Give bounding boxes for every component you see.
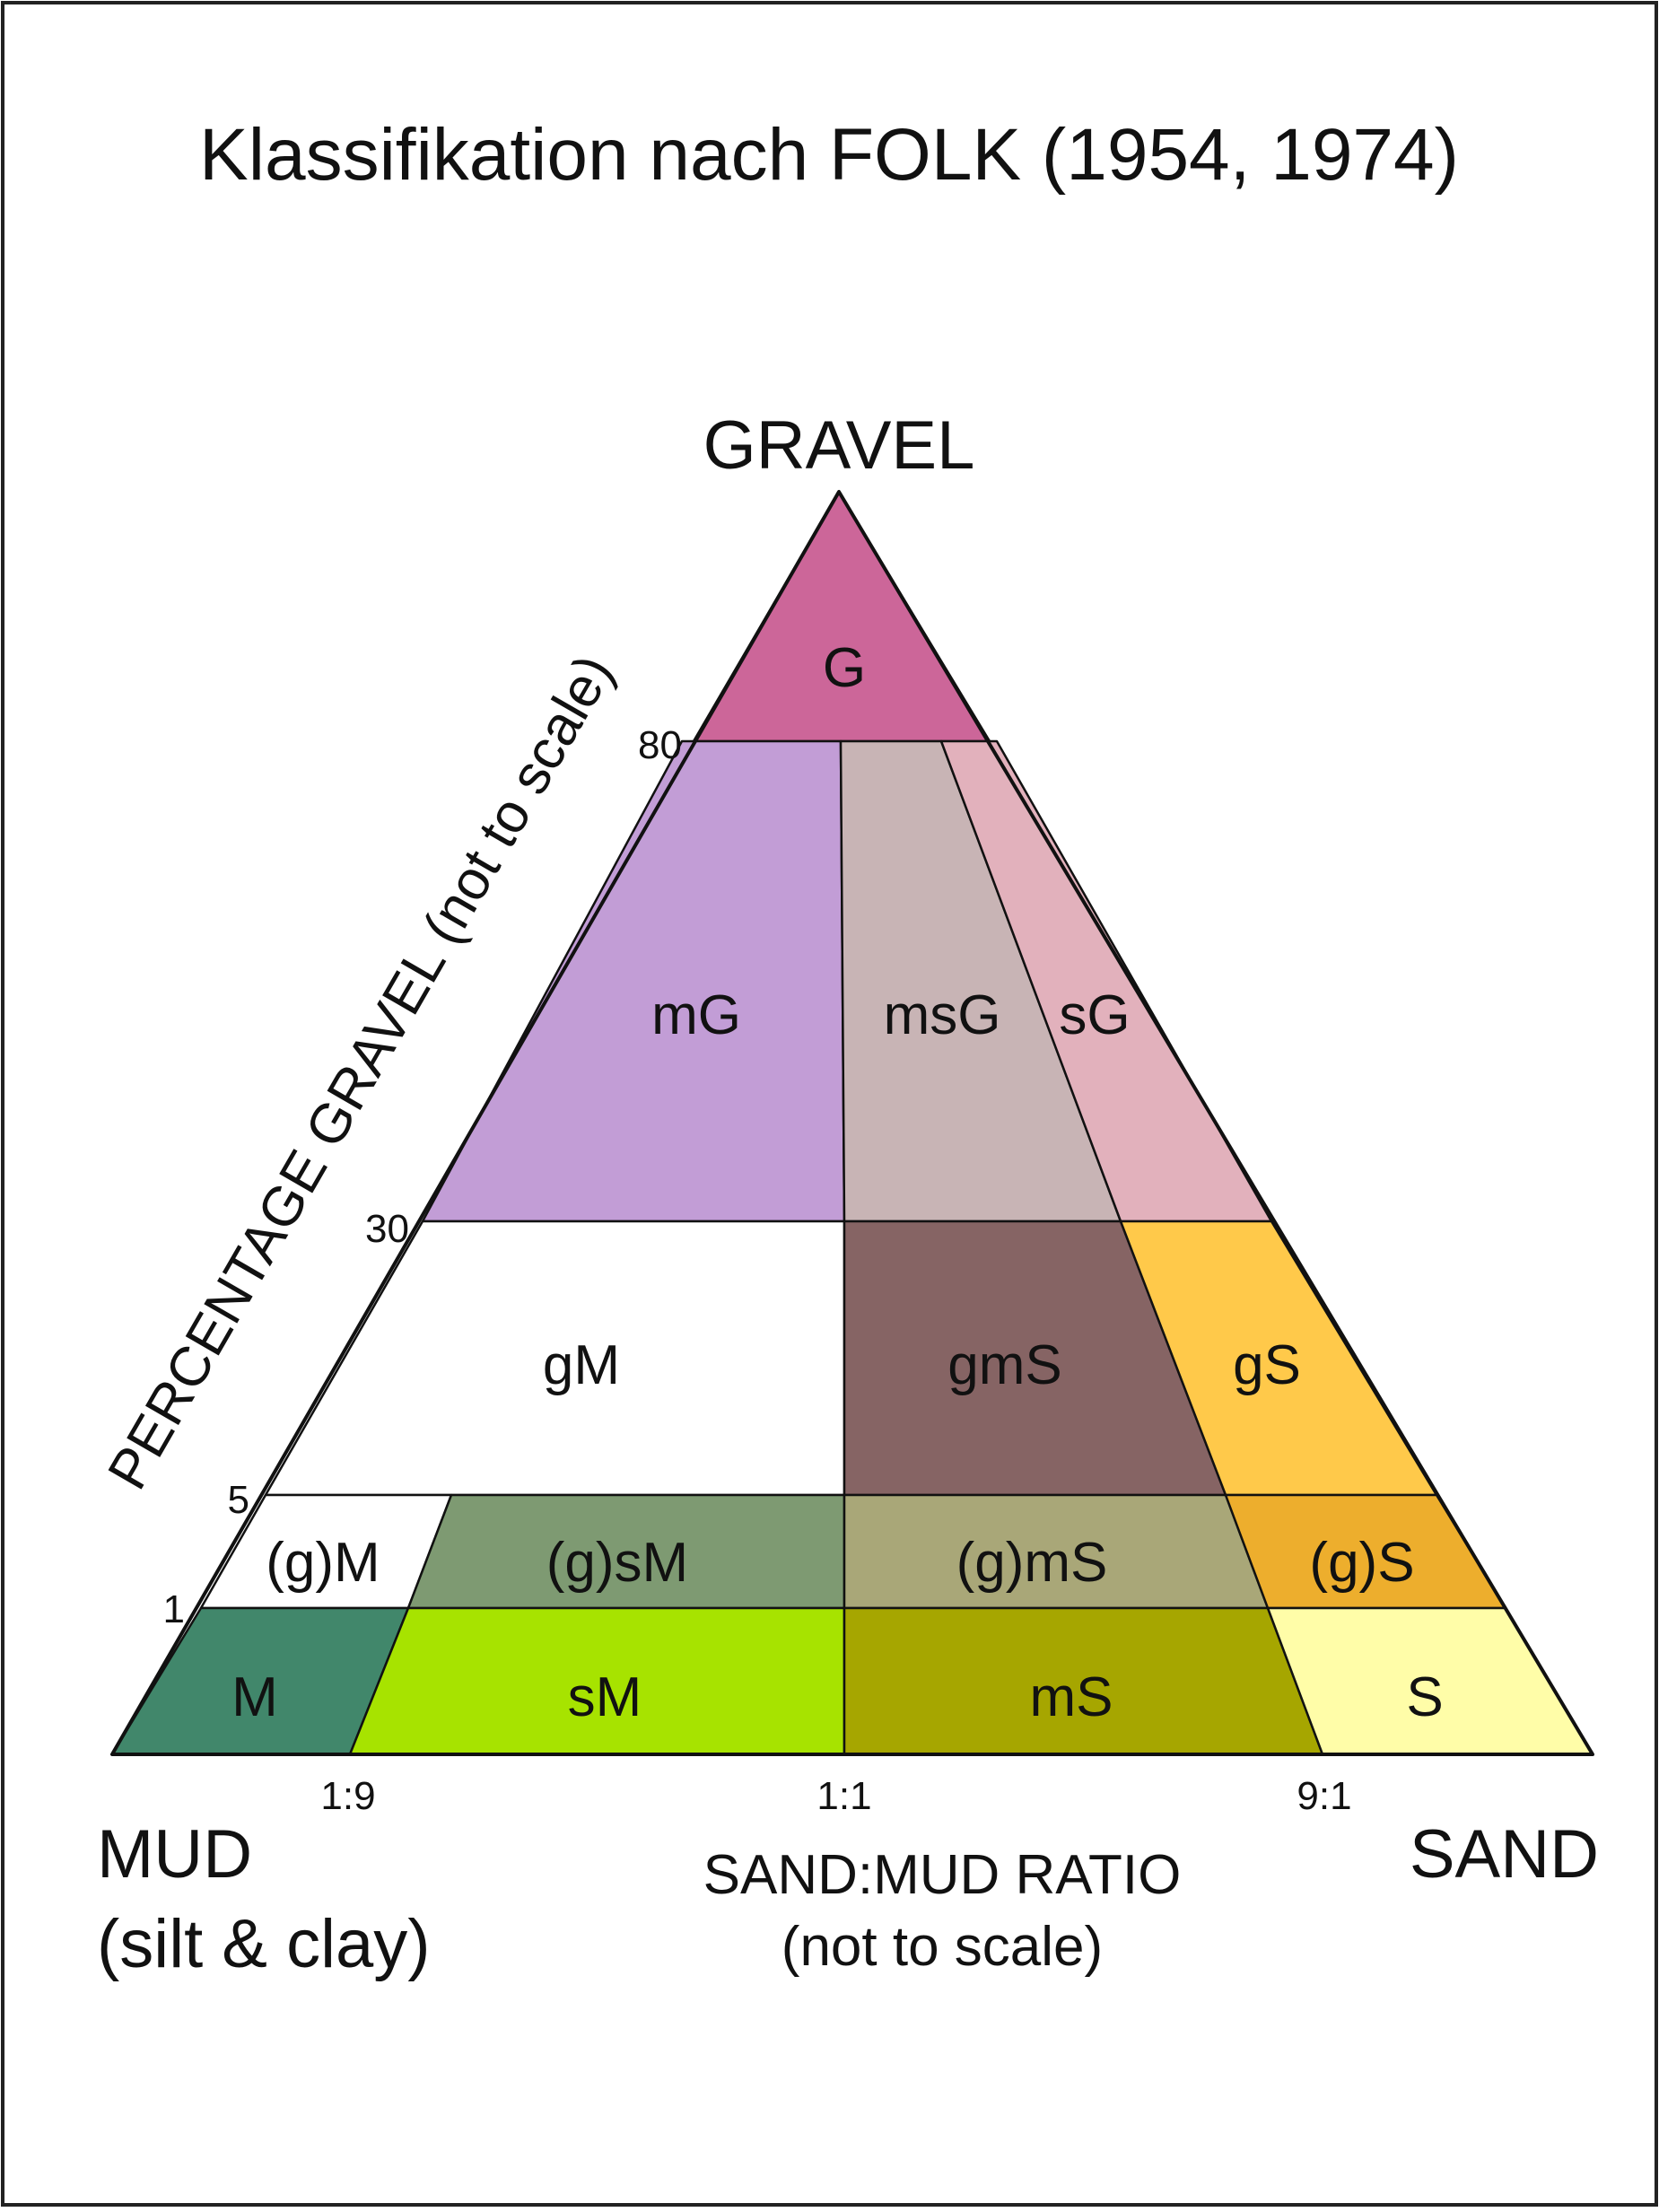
bottom-axis-label: SAND:MUD RATIO — [703, 1844, 1182, 1906]
tick-1-9: 1:9 — [320, 1774, 375, 1818]
classification-zones — [110, 490, 1594, 1756]
zone-label-g_mS: (g)mS — [956, 1532, 1108, 1594]
tick-5: 5 — [228, 1478, 249, 1522]
corner-label-mud-detail: (silt & clay) — [97, 1906, 431, 1982]
zone-label-sM: sM — [568, 1666, 642, 1728]
zone-label-g_M: (g)M — [266, 1532, 380, 1594]
zone-label-gS: gS — [1233, 1334, 1301, 1396]
bottom-axis-sublabel: (not to scale) — [781, 1916, 1103, 1978]
zone-label-mS: mS — [1030, 1666, 1113, 1728]
tick-1: 1 — [163, 1587, 185, 1631]
gravel-ticks: 80 30 5 1 — [163, 723, 682, 1631]
zone-label-msG: msG — [884, 984, 1001, 1046]
zone-label-mG: mG — [651, 984, 741, 1046]
tick-30: 30 — [365, 1207, 409, 1251]
zone-label-g_S: (g)S — [1309, 1532, 1414, 1594]
zone-label-M: M — [231, 1666, 278, 1728]
zone-label-g_sM: (g)sM — [546, 1532, 688, 1594]
zone-label-gmS: gmS — [947, 1334, 1061, 1396]
tick-80: 80 — [638, 723, 682, 767]
ratio-ticks: 1:9 1:1 9:1 — [320, 1774, 1351, 1818]
corner-label-mud: MUD — [97, 1816, 252, 1893]
zone-label-G: G — [823, 637, 866, 699]
zone-label-sG: sG — [1059, 984, 1130, 1046]
corner-label-gravel: GRAVEL — [703, 407, 975, 484]
triangle-outline — [110, 490, 1594, 1756]
diagram-title: Klassifikation nach FOLK (1954, 1974) — [199, 114, 1459, 196]
zone-labels: G mG msG sG gM gmS gS (g)M (g)sM (g)mS (… — [231, 637, 1444, 1728]
zone-label-S: S — [1406, 1666, 1443, 1728]
tick-1-1: 1:1 — [816, 1774, 871, 1818]
zone-label-gM: gM — [543, 1334, 620, 1396]
tick-9-1: 9:1 — [1297, 1774, 1351, 1818]
corner-label-sand: SAND — [1410, 1816, 1599, 1893]
